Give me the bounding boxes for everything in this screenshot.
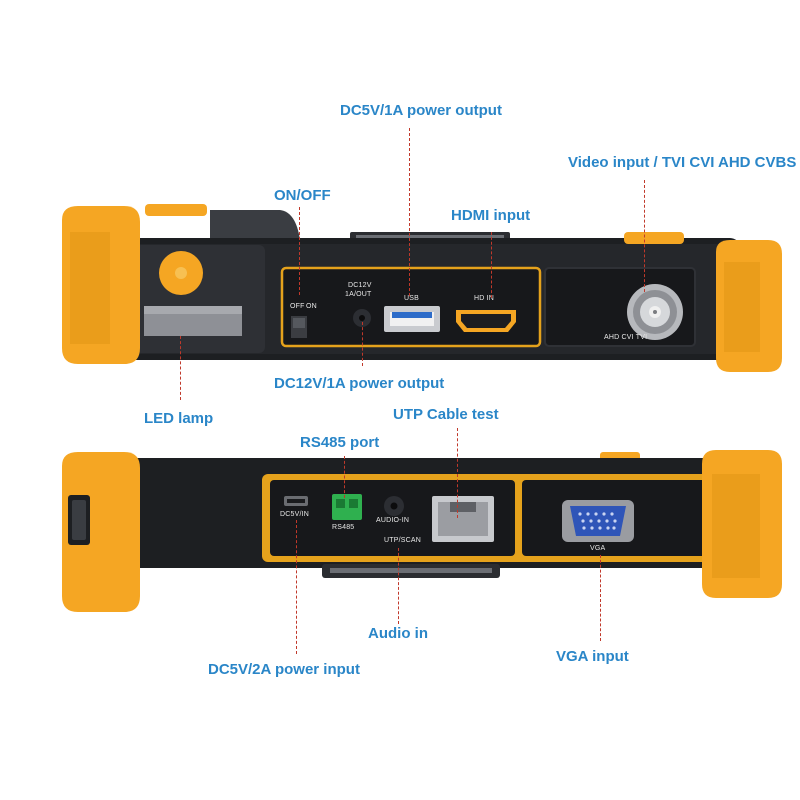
leader-utp	[457, 428, 458, 518]
off-label: OFF	[290, 303, 305, 310]
callout-led-lamp: LED lamp	[144, 410, 214, 427]
leader-vga	[600, 555, 601, 641]
vga-port-label: VGA	[590, 545, 606, 552]
leader-dc12v-out	[362, 322, 363, 366]
bottom-device-graphic	[62, 450, 782, 612]
dc5vin-label: DC5V/IN	[280, 511, 310, 518]
dc12v-sub-label: 1A/OUT	[345, 291, 372, 298]
leader-onoff	[299, 207, 300, 295]
callout-dc5v-power-output: DC5V/1A power output	[340, 102, 502, 119]
usb-label: USB	[404, 295, 419, 302]
callout-dc12v-power-output: DC12V/1A power output	[274, 375, 445, 392]
utpscan-label: UTP/SCAN	[384, 537, 421, 544]
bnc-label: AHD CVI TVI	[604, 334, 648, 341]
leader-dc5v-out	[409, 128, 410, 296]
callout-rs485-port: RS485 port	[300, 434, 380, 451]
callout-hdmi-input: HDMI input	[451, 207, 531, 224]
callout-dc5v-power-input: DC5V/2A power input	[208, 661, 360, 678]
callout-utp-cable-test: UTP Cable test	[393, 406, 499, 423]
leader-dc5v-in	[296, 520, 297, 654]
callout-video-input: Video input / TVI CVI AHD CVBS	[568, 154, 797, 171]
callout-audio-in: Audio in	[368, 625, 428, 642]
on-label: ON	[306, 303, 317, 310]
dc12v-label: DC12V	[348, 282, 372, 289]
leader-audio	[398, 548, 399, 624]
leader-rs485	[344, 456, 345, 498]
audioin-label: AUDIO-IN	[376, 517, 410, 524]
hdin-label: HD IN	[474, 295, 495, 302]
top-device-graphic	[62, 204, 782, 372]
leader-video-in	[644, 180, 645, 292]
callout-onoff: ON/OFF	[274, 187, 331, 204]
callout-vga-input: VGA input	[556, 648, 629, 665]
leader-led	[180, 336, 181, 400]
rs485-port-label: RS485	[332, 524, 355, 531]
leader-hdmi	[491, 232, 492, 298]
